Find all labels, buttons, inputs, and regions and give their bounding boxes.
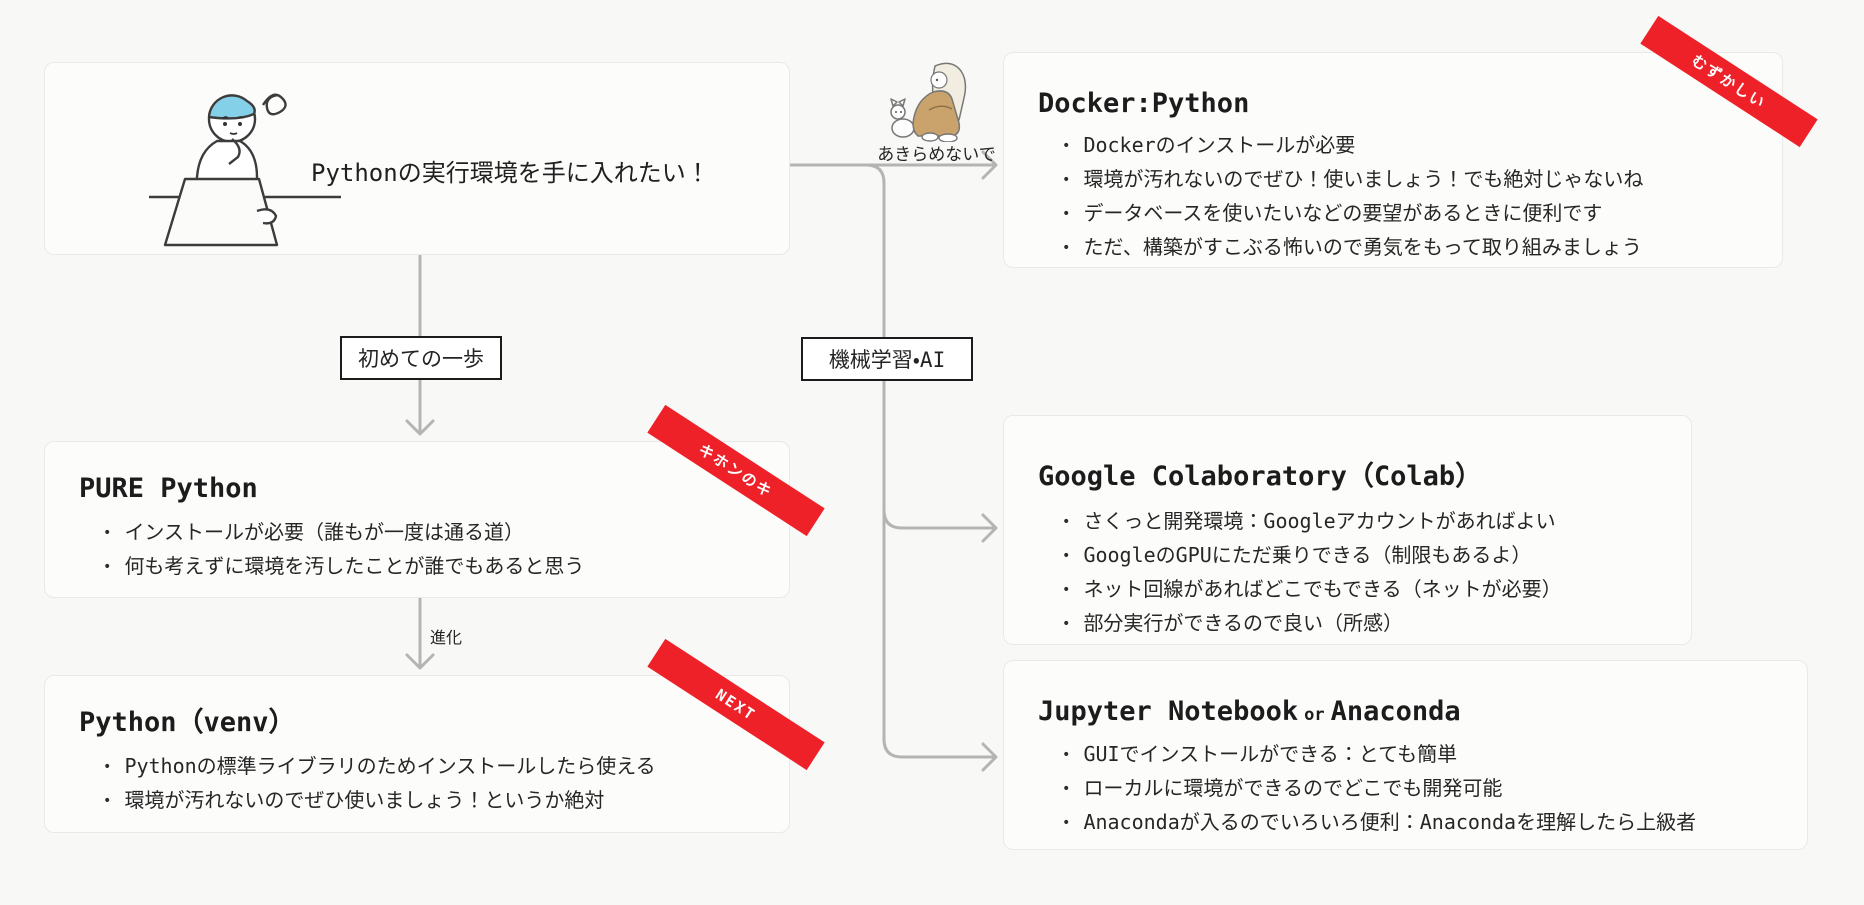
ribbon-difficult: むずかしい <box>1640 15 1818 148</box>
connector-label-evolution: 進化 <box>430 628 463 647</box>
bullet: Anacondaが入るのでいろいろ便利：Anacondaを理解したら上級者 <box>1062 806 1777 840</box>
bullet: Dockerのインストールが必要 <box>1062 129 1752 163</box>
bullet: ローカルに環境ができるのでどこでも開発可能 <box>1062 772 1777 806</box>
bullet: 環境が汚れないのでぜひ使いましょう！というか絶対 <box>103 784 759 818</box>
bullet: ただ、構築がすこぶる怖いので勇気をもって取り組みましょう <box>1062 231 1752 265</box>
card-google-colab-title: Google Colaboratory（Colab） <box>1038 461 1483 492</box>
arrow-to-colab-head <box>981 513 998 543</box>
card-docker-python-bullets: Dockerのインストールが必要 環境が汚れないのでぜひ！使いましょう！でも絶対… <box>1038 129 1752 265</box>
bullet: インストールが必要（誰もが一度は通る道） <box>103 516 759 550</box>
start-goal-text: Pythonの実行環境を手に入れたい！ <box>311 159 710 187</box>
card-google-colab-bullets: さくっと開発環境：Googleアカウントがあればよい GoogleのGPUにただ… <box>1038 505 1661 641</box>
connector-label-ml-ai: 機械学習・AI <box>801 337 973 381</box>
card-python-venv: NEXT Python（venv） Pythonの標準ライブラリのためインストー… <box>44 638 825 833</box>
bullet: さくっと開発環境：Googleアカウントがあればよい <box>1062 505 1661 539</box>
connector-label-first-step-text: 初めての一歩 <box>358 347 484 371</box>
bullet: GUIでインストールができる：とても簡単 <box>1062 738 1777 772</box>
bullet: ネット回線があればどこでもできる（ネットが必要） <box>1062 573 1661 607</box>
card-pure-python: キホンのキ PURE Python インストールが必要（誰もが一度は通る道） 何… <box>44 404 825 598</box>
bullet: Pythonの標準ライブラリのためインストールしたら使える <box>103 750 759 784</box>
card-google-colab: Google Colaboratory（Colab） さくっと開発環境：Goog… <box>1003 415 1692 645</box>
card-python-venv-bullets: Pythonの標準ライブラリのためインストールしたら使える 環境が汚れないのでぜ… <box>79 750 759 818</box>
bullet: GoogleのGPUにただ乗りできる（制限もあるよ） <box>1062 539 1661 573</box>
card-docker-python: むずかしい Docker:Python Dockerのインストールが必要 環境が… <box>1003 15 1818 268</box>
bullet: データベースを使いたいなどの要望があるときに便利です <box>1062 197 1752 231</box>
title-anaconda: Anaconda <box>1330 696 1461 727</box>
card-start: Pythonの実行環境を手に入れたい！ <box>44 62 790 255</box>
hugging-person-with-cat-illustration <box>890 62 967 142</box>
bullet: 何も考えずに環境を汚したことが誰でもあると思う <box>103 550 759 584</box>
branch-trunk <box>864 163 997 759</box>
connector-label-ml-ai-text: 機械学習・AI <box>828 348 946 372</box>
connector-label-dont-give-up: あきらめないで <box>877 145 996 165</box>
bullet: 環境が汚れないのでぜひ！使いましょう！でも絶対じゃないね <box>1062 163 1752 197</box>
arrow-to-jupyter-head <box>981 742 998 772</box>
bullet: 部分実行ができるので良い（所感） <box>1062 607 1661 641</box>
connector-label-first-step: 初めての一歩 <box>340 336 502 380</box>
arrow-first-step-head <box>405 419 435 436</box>
arrow-evolution-head <box>405 653 435 670</box>
card-pure-python-bullets: インストールが必要（誰もが一度は通る道） 何も考えずに環境を汚したことが誰でもあ… <box>79 516 759 584</box>
thinking-person-at-laptop-illustration <box>149 93 341 247</box>
card-pure-python-title: PURE Python <box>79 473 258 504</box>
arrow-to-colab <box>882 508 997 530</box>
card-docker-python-title: Docker:Python <box>1038 88 1250 119</box>
title-jupyter: Jupyter Notebook <box>1038 696 1299 727</box>
title-or: or <box>1304 705 1325 725</box>
card-python-venv-title: Python（venv） <box>79 707 296 738</box>
card-jupyter-anaconda-bullets: GUIでインストールができる：とても簡単 ローカルに環境ができるのでどこでも開発… <box>1038 738 1777 840</box>
